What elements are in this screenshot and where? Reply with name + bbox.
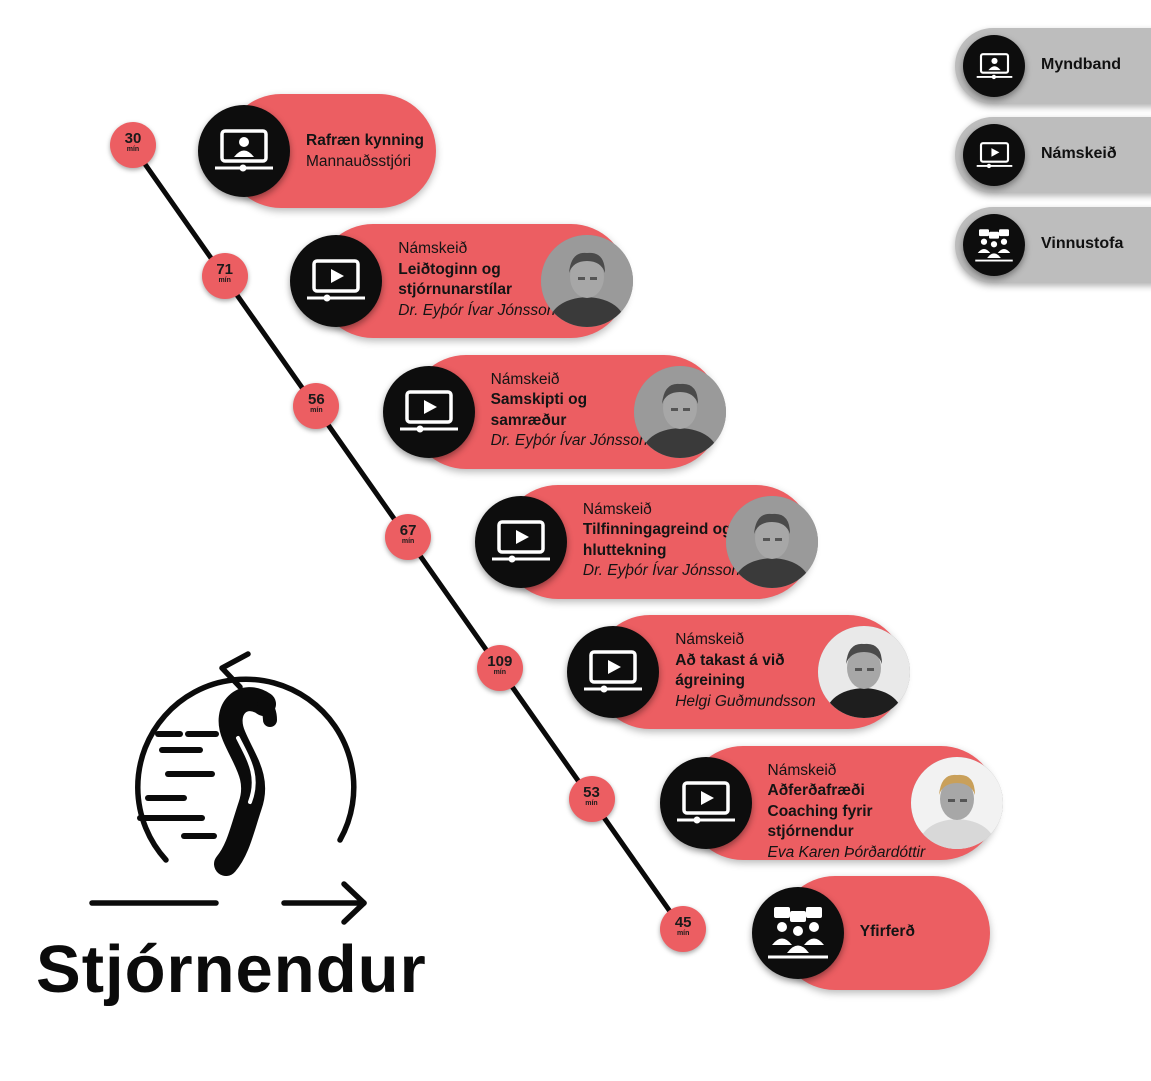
step-category: Námskeið: [398, 240, 468, 258]
legend-item-vinnustofa: Vinnustofa: [955, 207, 1151, 283]
speaker-photo: [633, 365, 726, 458]
video-play-icon: [382, 365, 475, 458]
video-play-icon: [659, 756, 752, 849]
presentation-icon: [198, 105, 290, 197]
duration-unit: mín: [310, 407, 323, 415]
legend-item-námskeið: Námskeið: [955, 117, 1151, 193]
step-title: Tilfinningagreind og hluttekning: [582, 521, 732, 559]
step-category: Námskeið: [490, 370, 560, 388]
step-title: Yfirferð: [859, 922, 915, 940]
step-speaker: Helgi Guðmundsson: [675, 692, 816, 710]
brand-title: Stjórnendur: [36, 932, 427, 1007]
legend-label: Vinnustofa: [1041, 235, 1124, 252]
step-title: Að takast á við ágreining: [675, 651, 785, 690]
speaker-photo: [818, 626, 911, 719]
duration-value: 45: [674, 914, 692, 932]
group-icon: [963, 214, 1025, 276]
duration-value: 71: [216, 260, 234, 278]
step-category: Námskeið: [582, 500, 652, 518]
step-speaker: Dr. Eyþór Ívar Jónsson: [582, 562, 740, 580]
duration-unit: mín: [218, 276, 231, 284]
video-play-icon: [474, 495, 567, 588]
step-title: Leiðtoginn og stjórnunarstílar: [398, 260, 512, 299]
video-play-icon: [963, 124, 1025, 186]
step-speaker: Eva Karen Þórðardóttir: [767, 843, 926, 861]
step-title: Rafræn kynning: [306, 132, 424, 149]
duration-value: 30: [124, 130, 142, 147]
legend-item-myndband: Myndband: [955, 28, 1151, 104]
group-icon: [751, 886, 844, 979]
presentation-icon: [963, 35, 1025, 97]
step-speaker: Dr. Eyþór Ívar Jónsson: [398, 301, 556, 319]
duration-unit: mín: [493, 668, 507, 676]
speaker-photo: [910, 756, 1003, 849]
duration-value: 67: [399, 522, 417, 540]
duration-unit: mín: [401, 538, 415, 546]
video-play-icon: [290, 235, 383, 328]
step-title: Samskipti og samræður: [490, 391, 588, 429]
step-speaker: Dr. Eyþór Ívar Jónsson: [490, 432, 648, 450]
duration-unit: mín: [676, 930, 690, 938]
speaker-photo: [541, 235, 634, 328]
duration-value: 109: [487, 652, 513, 670]
duration-unit: mín: [585, 799, 598, 807]
step-category: Námskeið: [767, 761, 837, 779]
legend-label: Námskeið: [1041, 145, 1117, 162]
duration-value: 53: [583, 783, 600, 801]
speaker-photo: [725, 495, 818, 588]
step-category: Námskeið: [675, 631, 745, 649]
video-play-icon: [567, 626, 660, 719]
legend-label: Myndband: [1041, 56, 1121, 73]
step-text: Yfirferð: [860, 922, 1010, 943]
sprint-logo-icon: [88, 650, 378, 930]
step-subtitle: Mannauðsstjóri: [306, 152, 412, 170]
duration-value: 56: [308, 391, 325, 409]
duration-unit: mín: [126, 146, 140, 153]
step-title: Aðferðafræði Coaching fyrir stjórnendur: [767, 782, 873, 840]
